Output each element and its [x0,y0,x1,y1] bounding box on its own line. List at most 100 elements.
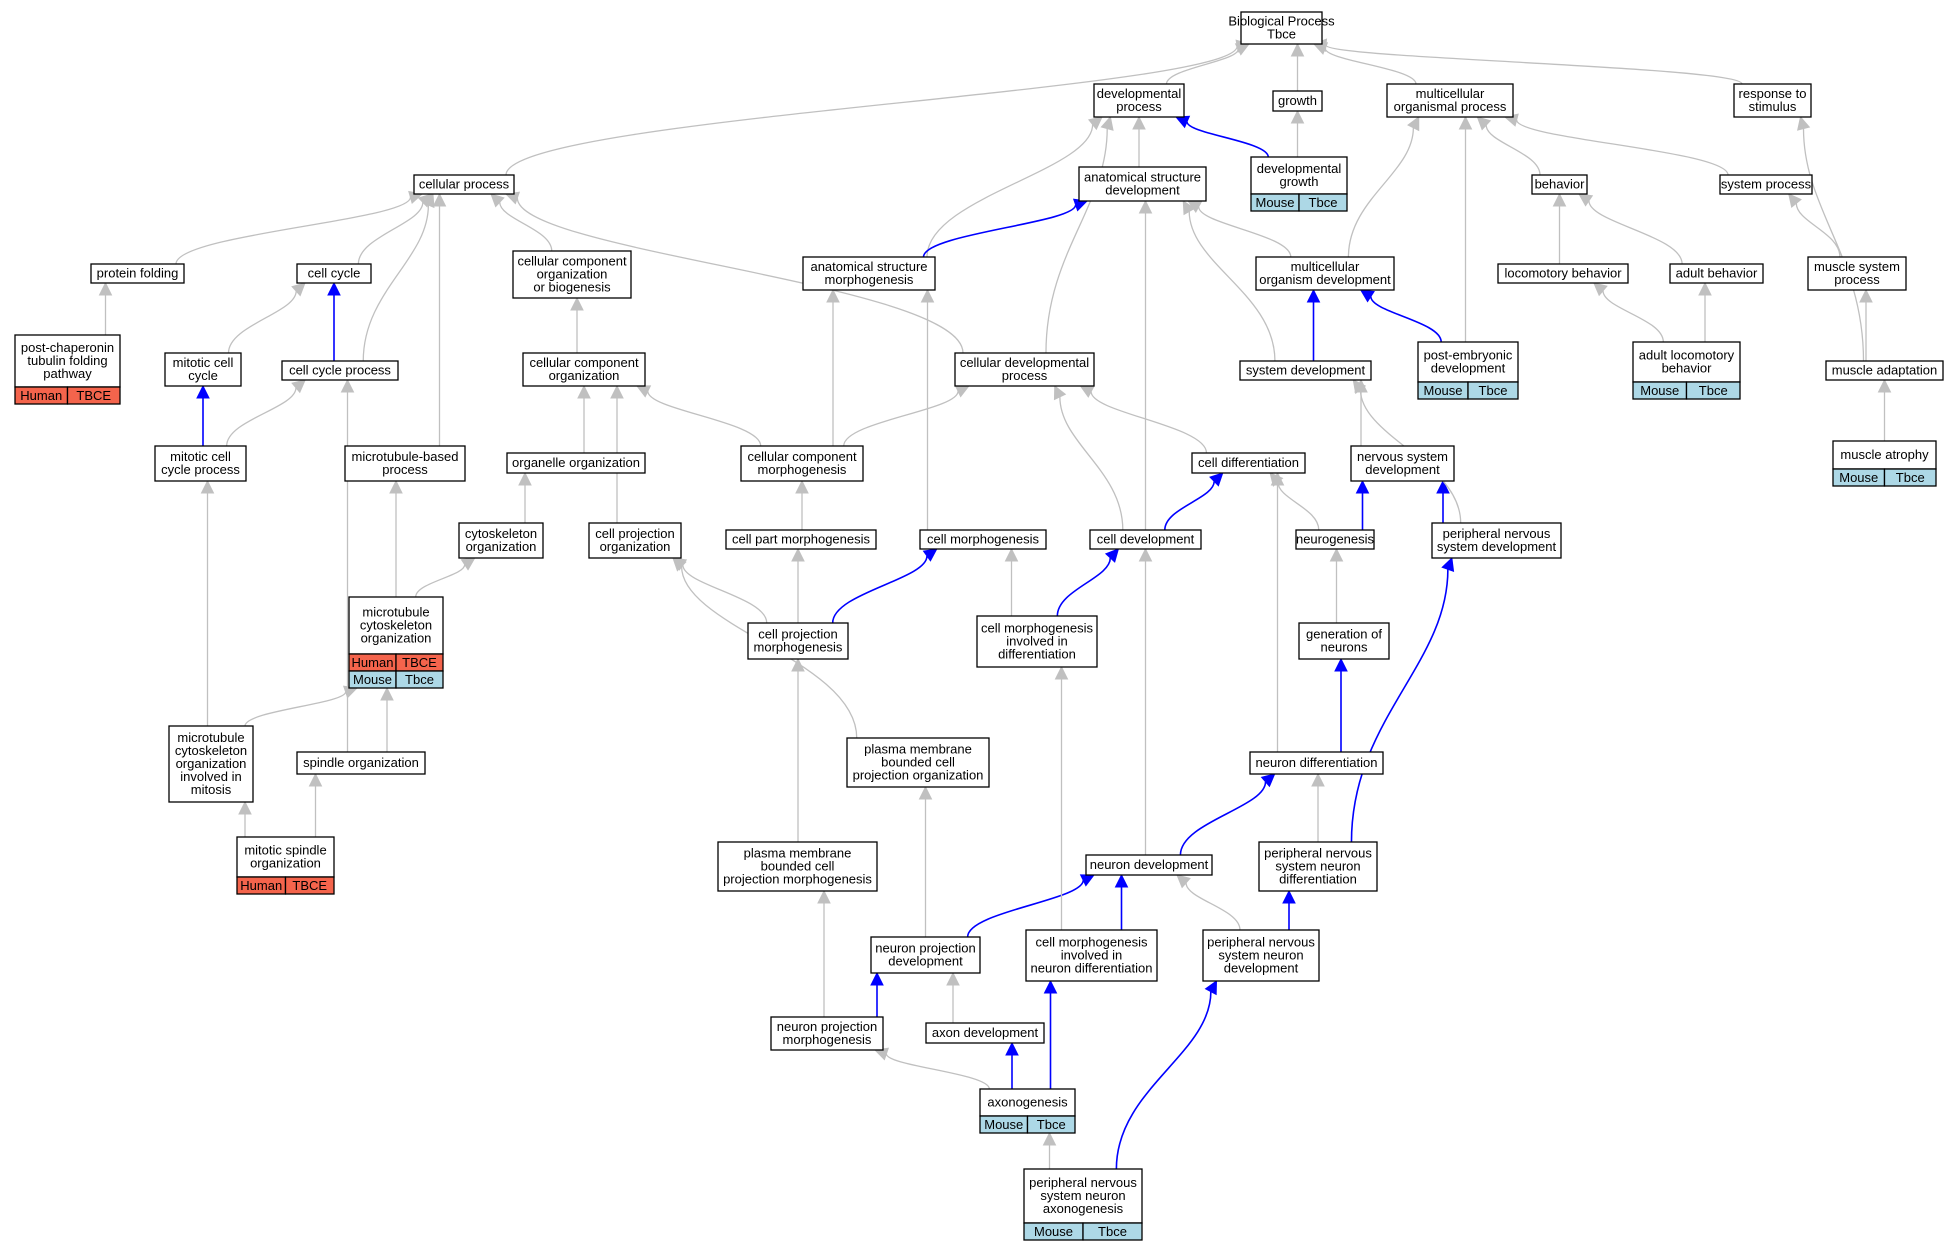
edge-cprojm-to-cell-morphogenesis [831,548,938,624]
go-node-axon-dev[interactable]: axon development [925,1022,1045,1044]
go-node-system-development[interactable]: system development [1239,360,1372,381]
edge-arrowhead [1174,115,1191,129]
go-node-system-process[interactable]: system process [1719,174,1813,195]
node-box [1250,156,1348,195]
edge-line [1164,481,1215,531]
edge-arrowhead [1138,547,1153,562]
edge-gon-to-neurogenesis [1329,547,1344,623]
go-node-cell-development[interactable]: cell development [1089,529,1202,550]
edge-mcoim-to-mco [244,685,359,727]
node-label-line: neurogenesis [1296,532,1375,547]
edge-arrowhead [1132,115,1146,130]
go-node-muscle-adaptation[interactable]: muscle adaptation [1825,360,1944,381]
go-node-spindle-org[interactable]: spindle organization [296,751,426,775]
node-label-line: involved in [180,769,241,784]
go-node-growth[interactable]: growth [1272,90,1323,112]
go-node-cell-cycle[interactable]: cell cycle [296,263,372,284]
edge-arrowhead [826,288,840,303]
node-label-line: growth [1279,174,1318,189]
go-node-locomotory-behavior[interactable]: locomotory behavior [1497,263,1629,284]
node-label-line: microtubule [362,605,429,620]
go-node-neuron-diff[interactable]: neuron differentiation [1249,751,1384,775]
edge-line [1198,206,1292,258]
edge-multicellular-organismal-process-to-root [1312,42,1417,85]
node-label-line: peripheral nervous [1029,1175,1137,1190]
go-node-mco[interactable]: microtubulecytoskeletonorganizationHuman… [348,596,444,689]
edge-cell-cycle-process-to-cell-cycle [327,281,341,361]
node-box [506,452,646,474]
go-node-cellular-process[interactable]: cellular process [413,174,515,195]
edge-line [831,555,928,624]
edge-pnsna-to-axonogenesis [1042,1131,1057,1169]
edge-line [516,197,964,354]
node-label-line: neuron projection [777,1019,877,1034]
go-node-neuron-dev[interactable]: neuron development [1085,854,1213,876]
go-node-cell-morphogenesis[interactable]: cell morphogenesis [919,529,1047,550]
edge-neuron-dev-to-cell-development [1138,547,1153,855]
edge-arrowhead [1043,979,1058,994]
mouse-annotation-label: Mouse [1255,195,1294,210]
go-node-behavior[interactable]: behavior [1531,174,1588,195]
node-label-line: projection morphogenesis [723,872,872,887]
go-node-cpm[interactable]: cell part morphogenesis [725,529,877,550]
human-annotation-label: Human [352,655,394,670]
edge-mso-to-spindle-org [308,772,323,838]
go-node-adult-behavior[interactable]: adult behavior [1669,263,1764,284]
edge-mco-to-cyto-org [415,557,476,598]
go-node-mcoim[interactable]: microtubulecytoskeletonorganizationinvol… [168,725,254,803]
node-label-line: development [1431,361,1506,376]
node-label-line: cellular component [747,449,857,464]
node-label-line: or biogenesis [533,280,611,295]
go-node-cell-differentiation[interactable]: cell differentiation [1191,452,1306,474]
node-label-line: neuron projection [875,941,975,956]
go-node-cell-cycle-process[interactable]: cell cycle process [281,360,399,381]
go-node-protein-folding[interactable]: protein folding [90,263,185,284]
go-node-neurogenesis[interactable]: neurogenesis [1295,529,1375,550]
node-box [747,622,849,660]
node-label-line: multicellular [1291,259,1360,274]
node-label-line: cell morphogenesis [927,532,1040,547]
node-box [925,1022,1045,1044]
edge-line [499,202,553,252]
node-label-line: cell part morphogenesis [732,532,871,547]
go-node-oo[interactable]: organelle organization [506,452,646,474]
edge-line [415,564,466,598]
